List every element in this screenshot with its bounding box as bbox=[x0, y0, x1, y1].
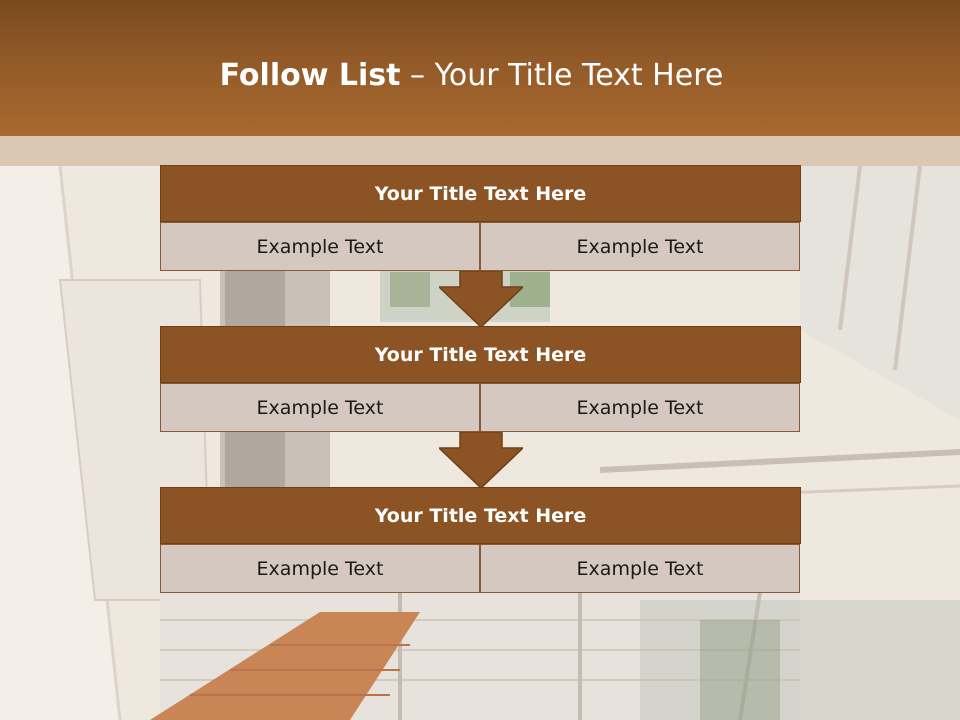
step-cell-left: Example Text bbox=[160, 383, 480, 432]
step-title: Your Title Text Here bbox=[160, 487, 801, 544]
step-title: Your Title Text Here bbox=[160, 326, 801, 383]
step-title: Your Title Text Here bbox=[160, 165, 801, 222]
title-bold: Follow List bbox=[219, 58, 401, 93]
step-cell-right: Example Text bbox=[480, 383, 800, 432]
header-band bbox=[0, 136, 960, 166]
title-rest: – Your Title Text Here bbox=[410, 58, 724, 93]
step-cell-right: Example Text bbox=[480, 544, 800, 593]
header-bar bbox=[0, 0, 960, 136]
step-cell-left: Example Text bbox=[160, 544, 480, 593]
down-arrow-icon bbox=[439, 271, 523, 327]
step-cell-left: Example Text bbox=[160, 222, 480, 271]
step-cell-right: Example Text bbox=[480, 222, 800, 271]
slide-title: Follow List – Your Title Text Here bbox=[0, 56, 943, 96]
down-arrow-icon bbox=[439, 432, 523, 488]
